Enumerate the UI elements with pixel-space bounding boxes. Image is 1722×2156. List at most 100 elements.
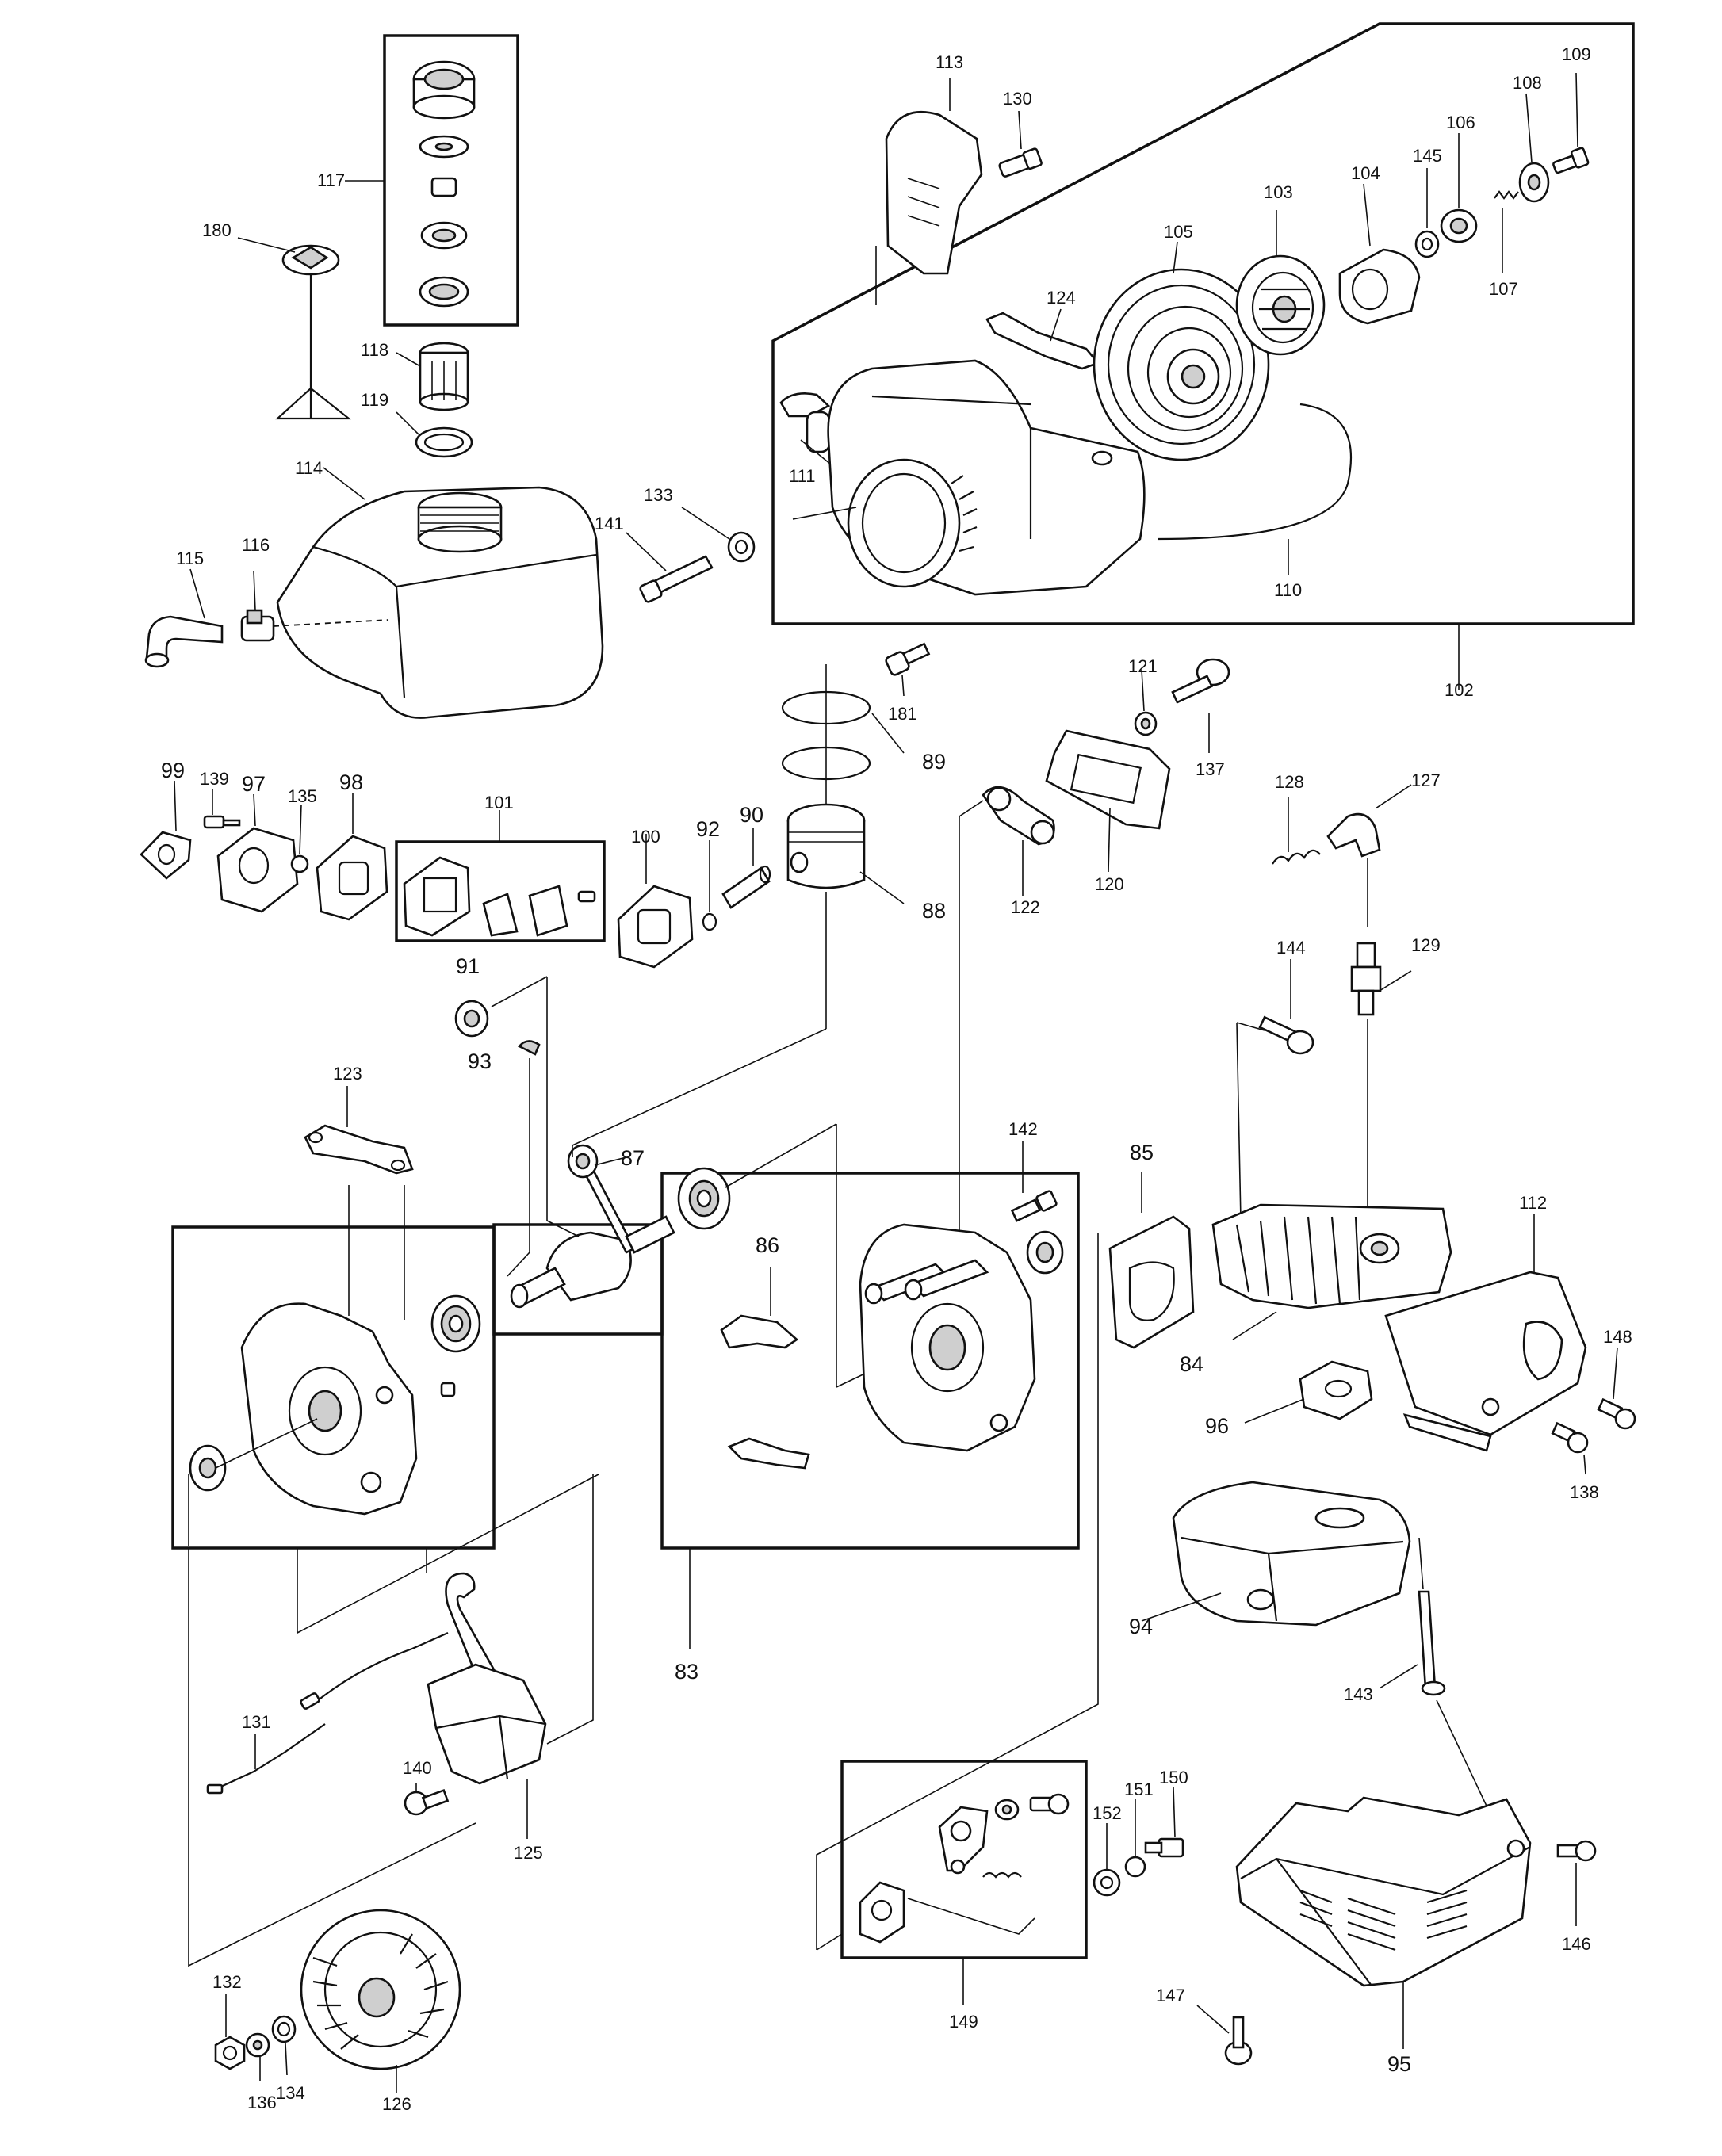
stud-143	[1418, 1590, 1446, 1696]
flywheel-126	[300, 1909, 461, 2070]
screw-147	[1224, 2016, 1253, 2066]
oil-seal-left	[189, 1444, 227, 1492]
group-box-102-starter	[771, 22, 1635, 625]
crankcase-half-left	[240, 1302, 418, 1516]
plate-86-upper	[720, 1314, 799, 1349]
label-89: 89	[922, 750, 946, 774]
label-146: 146	[1562, 1934, 1591, 1954]
plate-86-lower	[727, 1437, 810, 1470]
label-109: 109	[1562, 44, 1591, 64]
label-122: 122	[1011, 897, 1040, 917]
label-126: 126	[382, 2094, 411, 2114]
label-98: 98	[339, 770, 363, 794]
crankcase-half-right	[859, 1223, 1036, 1452]
screw-140	[404, 1788, 450, 1816]
gasket-98	[316, 835, 388, 921]
starter-housing	[827, 359, 1146, 596]
starter-cover-113	[885, 111, 983, 275]
label-113: 113	[936, 52, 963, 72]
label-100: 100	[631, 827, 660, 847]
label-101: 101	[484, 793, 514, 812]
label-104: 104	[1351, 163, 1380, 183]
cylinder-84	[1211, 1203, 1452, 1309]
label-83: 83	[675, 1660, 698, 1684]
label-97: 97	[242, 772, 266, 796]
spring-clip-128	[1272, 849, 1321, 865]
label-117: 117	[317, 170, 345, 190]
fuel-tank-114	[273, 486, 604, 719]
label-144: 144	[1276, 938, 1306, 958]
group-box-83-crankcase	[171, 1172, 1080, 1550]
label-142: 142	[1008, 1119, 1038, 1139]
ignition-coil-125	[427, 1572, 547, 1785]
label-92: 92	[696, 817, 720, 841]
wire-131	[206, 1723, 326, 1795]
label-115: 115	[176, 549, 204, 568]
screw-181	[885, 642, 931, 676]
clamp-116	[240, 609, 275, 642]
label-141: 141	[595, 514, 624, 533]
o-ring-119	[415, 426, 473, 458]
label-119: 119	[361, 390, 388, 410]
washer-133	[727, 531, 756, 563]
spark-plug-129	[1350, 942, 1382, 1016]
recoil-reel-105	[1093, 268, 1270, 461]
label-145: 145	[1413, 146, 1442, 166]
cylinder-gasket-85	[1108, 1215, 1195, 1349]
label-152: 152	[1093, 1803, 1122, 1823]
label-108: 108	[1513, 73, 1542, 93]
label-180: 180	[202, 220, 232, 240]
screw-130	[998, 147, 1043, 178]
part-labels: 83 84 85 86 87 88 89 90 91 92 93 94 95 9…	[161, 44, 1632, 2114]
label-132: 132	[212, 1972, 242, 1992]
label-88: 88	[922, 899, 946, 923]
label-125: 125	[514, 1843, 543, 1863]
bracket-120	[1045, 729, 1171, 830]
label-129: 129	[1411, 935, 1441, 955]
gasket-100	[617, 885, 694, 969]
label-110: 110	[1274, 580, 1302, 600]
label-130: 130	[1003, 89, 1032, 109]
pawl-plate-124	[985, 312, 1100, 370]
gasket-99	[140, 831, 192, 880]
label-99: 99	[161, 759, 185, 782]
clip-92	[702, 912, 718, 931]
screw-139	[203, 815, 241, 829]
insulator-97	[216, 827, 299, 913]
elbow-fitting-115	[144, 615, 224, 668]
fuel-pickup-180	[275, 244, 352, 420]
label-137: 137	[1196, 759, 1225, 779]
label-84: 84	[1180, 1352, 1203, 1376]
part-149-group	[859, 1793, 1070, 1944]
ignition-wire	[312, 1631, 449, 1705]
label-150: 150	[1159, 1768, 1188, 1787]
crankshaft-87	[510, 1144, 675, 1309]
label-111: 111	[789, 466, 815, 486]
bearing-right	[677, 1167, 731, 1230]
label-121: 121	[1128, 656, 1158, 676]
muffler-94	[1172, 1481, 1411, 1627]
label-127: 127	[1411, 770, 1441, 790]
washer-134	[271, 2015, 297, 2043]
bearing-left	[430, 1294, 481, 1353]
reed-valve-101	[403, 856, 596, 937]
screw-109	[1552, 147, 1590, 174]
piston-88	[786, 803, 866, 889]
label-131: 131	[242, 1712, 271, 1732]
gasket-96	[1299, 1360, 1373, 1420]
screw-138	[1551, 1421, 1589, 1454]
label-136: 136	[247, 2093, 277, 2112]
piston-pin-90	[721, 865, 771, 909]
label-102: 102	[1445, 680, 1474, 700]
label-128: 128	[1275, 772, 1304, 792]
label-86: 86	[756, 1233, 779, 1257]
fuel-filter-118	[419, 342, 469, 411]
label-90: 90	[740, 803, 763, 827]
washer-145	[1414, 230, 1440, 258]
label-116: 116	[242, 535, 270, 555]
washer-151	[1124, 1856, 1146, 1878]
label-149: 149	[949, 2012, 978, 2032]
screw-141	[639, 555, 714, 603]
label-143: 143	[1344, 1684, 1373, 1704]
